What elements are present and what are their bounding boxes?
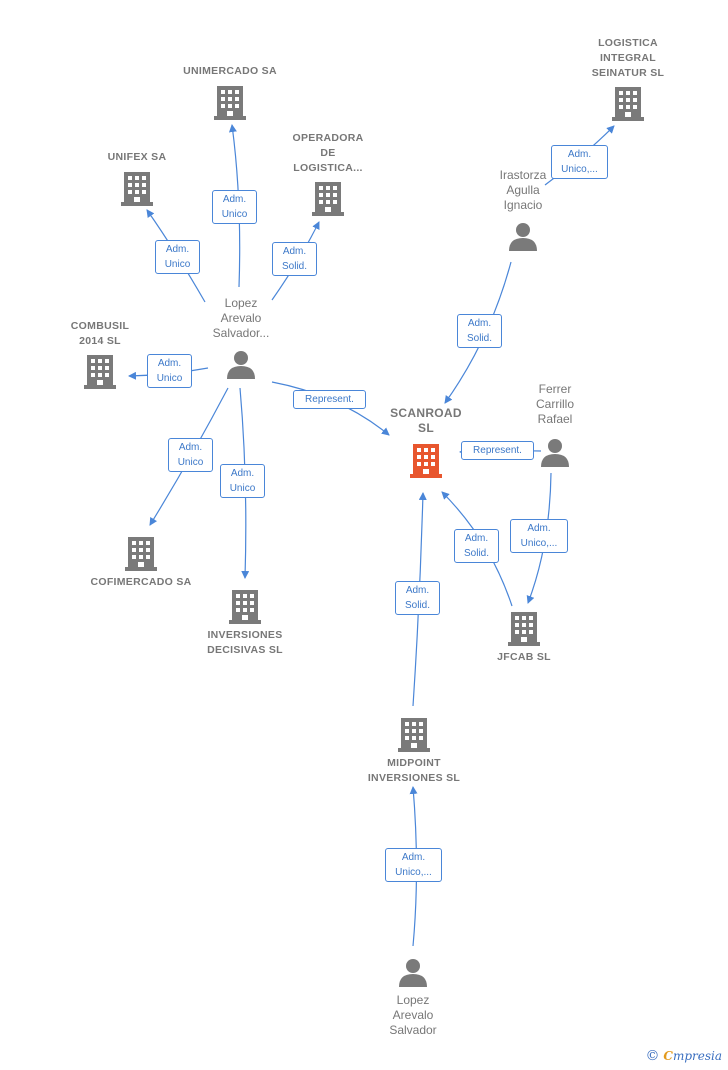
company-node-unimercado[interactable]: UNIMERCADO SA	[160, 64, 300, 120]
edge-label: Adm.Solid.	[457, 314, 502, 348]
building-icon	[398, 718, 430, 752]
company-node-operadora[interactable]: OPERADORA DE LOGISTICA...	[270, 131, 386, 216]
building-icon	[214, 86, 246, 120]
edge-label: Represent.	[293, 390, 366, 409]
company-node-scanroad[interactable]: SCANROAD SL	[370, 406, 482, 478]
edge-label: Adm.Unico,...	[551, 145, 608, 179]
company-node-unifex[interactable]: UNIFEX SA	[80, 150, 194, 206]
edge-label: Adm.Solid.	[395, 581, 440, 615]
person-icon	[399, 959, 427, 987]
empresia-logo: © Cmpresia	[645, 1048, 722, 1064]
edge-label: Adm.Solid.	[272, 242, 317, 276]
edge-label: Adm.Unico	[212, 190, 257, 224]
company-node-cofimercado[interactable]: COFIMERCADO SA	[70, 535, 212, 590]
person-node-lopez-bottom[interactable]: Lopez Arevalo Salvador	[370, 957, 456, 1038]
person-node-irastorza[interactable]: Irastorza Agulla Ignacio	[477, 168, 569, 251]
edge-label: Adm.Unico	[220, 464, 265, 498]
company-node-logistica-integral[interactable]: LOGISTICA INTEGRAL SEINATUR SL	[560, 36, 696, 121]
building-icon	[125, 537, 157, 571]
building-icon	[121, 172, 153, 206]
building-icon	[612, 87, 644, 121]
company-node-combusil[interactable]: COMBUSIL 2014 SL	[50, 319, 150, 389]
building-icon	[229, 590, 261, 624]
company-node-midpoint[interactable]: MIDPOINT INVERSIONES SL	[350, 716, 478, 786]
person-node-ferrer[interactable]: Ferrer Carrillo Rafael	[512, 382, 598, 467]
building-icon	[312, 182, 344, 216]
edge-label: Adm.Unico,...	[385, 848, 442, 882]
edge-label: Adm.Unico,...	[510, 519, 568, 553]
person-icon	[227, 351, 255, 379]
company-node-jfcab[interactable]: JFCAB SL	[478, 610, 570, 665]
building-icon	[508, 612, 540, 646]
edge-label: Adm.Unico	[155, 240, 200, 274]
company-node-inversiones-decisivas[interactable]: INVERSIONES DECISIVAS SL	[185, 588, 305, 658]
person-icon	[509, 223, 537, 251]
edge-label: Adm.Solid.	[454, 529, 499, 563]
person-node-lopez-top[interactable]: Lopez Arevalo Salvador...	[195, 296, 287, 379]
person-icon	[541, 439, 569, 467]
edge-label: Adm.Unico	[147, 354, 192, 388]
building-icon	[410, 444, 442, 478]
edge-label: Adm.Unico	[168, 438, 213, 472]
edge-label: Represent.	[461, 441, 534, 460]
building-icon	[84, 355, 116, 389]
